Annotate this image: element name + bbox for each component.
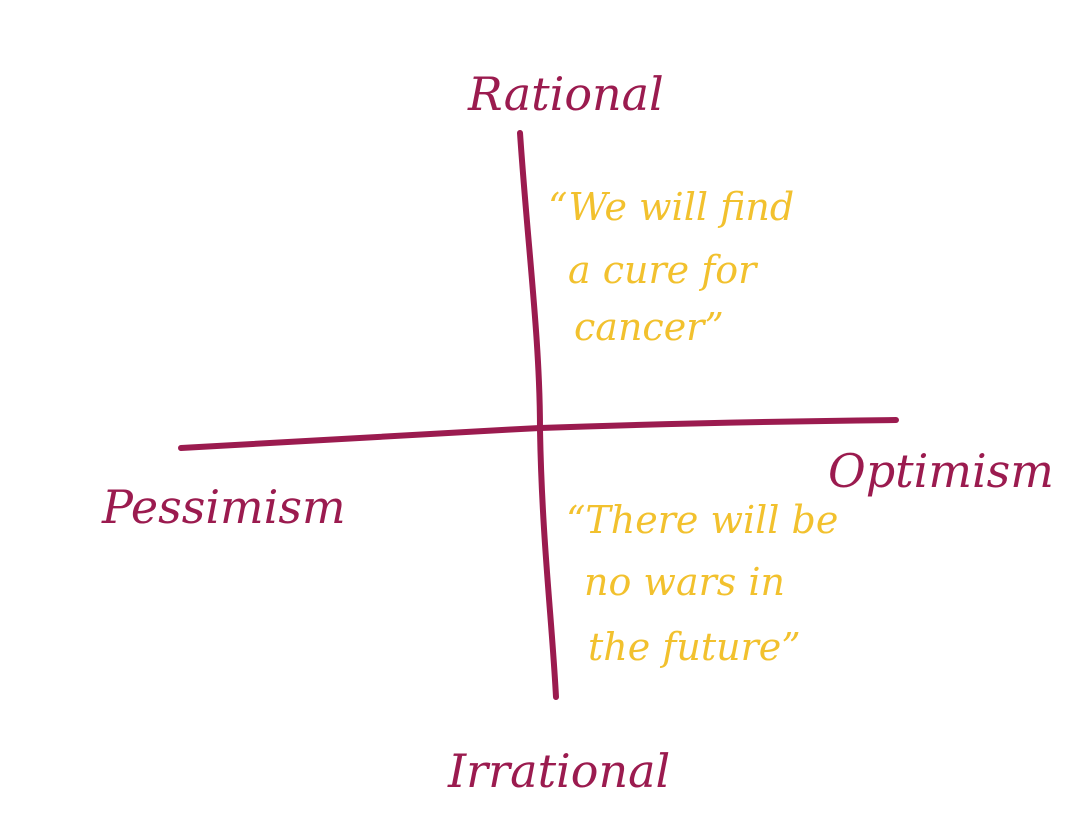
quote-lower-right-line-2: no wars in <box>584 560 785 604</box>
horizontal-axis <box>178 417 899 451</box>
axis-label-rational: Rational <box>467 67 664 121</box>
quote-upper-right-line-2: a cure for <box>568 248 759 292</box>
axis-label-pessimism: Pessimism <box>101 480 346 534</box>
axis-label-optimism: Optimism <box>828 444 1054 498</box>
quote-upper-right-line-1: “We will find <box>548 185 794 229</box>
quote-lower-right: “There will be no wars in the future” <box>566 498 838 669</box>
quote-lower-right-line-3: the future” <box>588 625 801 669</box>
axis-label-irrational: Irrational <box>447 744 670 798</box>
quote-upper-right: “We will find a cure for cancer” <box>548 185 794 349</box>
quote-lower-right-line-1: “There will be <box>566 498 838 542</box>
quote-upper-right-line-3: cancer” <box>574 305 724 349</box>
